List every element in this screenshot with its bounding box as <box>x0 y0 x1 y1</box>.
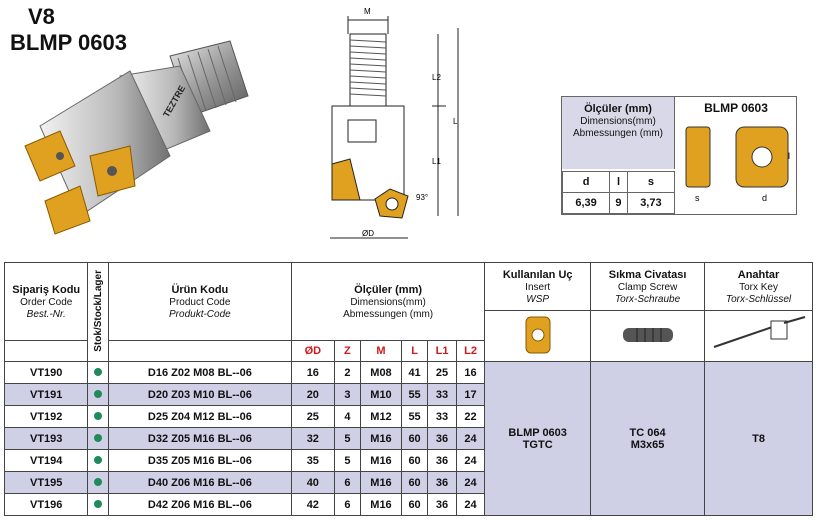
table-row: VT193 D32 Z05 M16 BL--06 32 5 M16 60 36 … <box>3 427 813 450</box>
stock-dot <box>94 455 103 464</box>
label-od: ØD <box>362 229 374 238</box>
spec-val-d: 6,39 <box>561 192 611 214</box>
technical-drawing: M L2 L L1 93° ØD <box>330 7 459 239</box>
label-l2: L2 <box>432 73 441 82</box>
label-m: M <box>364 7 371 16</box>
stock-dot <box>94 411 103 420</box>
header-torx-key: Anahtar Torx Key Torx-Schlüssel <box>704 262 813 311</box>
dim-header-l: L <box>400 340 429 362</box>
dim-header-l1: L1 <box>427 340 457 362</box>
dim-header-od: ØD <box>290 340 335 362</box>
spec-col-d: d <box>561 171 611 193</box>
label-angle: 93° <box>416 193 428 202</box>
stock-dot <box>94 499 103 508</box>
page-title-product: BLMP 0603 <box>10 30 127 55</box>
header-order-code: Sipariş Kodu Order Code Best.-Nr. <box>3 262 89 341</box>
dim-header-z: Z <box>333 340 362 362</box>
insert-image <box>484 310 592 362</box>
product-table: Sipariş Kodu Order Code Best.-Nr. Stok/S… <box>3 262 813 516</box>
table-row: VT196 D42 Z06 M16 BL--06 42 6 M16 60 36 … <box>3 493 813 516</box>
insert-drawing: s d l <box>685 126 790 203</box>
header-product-code: Ürün Kodu Product Code Produkt-Code <box>107 262 292 341</box>
label-l1: L1 <box>432 157 441 166</box>
spec-header-bold: Ölçüler (mm) <box>584 103 652 115</box>
label-l: L <box>453 117 458 126</box>
spec-product-title: BLMP 0603 <box>704 101 768 115</box>
header-insert: Kullanılan Uç Insert WSP <box>484 262 592 311</box>
spec-val-s: 3,73 <box>626 192 676 214</box>
table-row: VT191 D20 Z03 M10 BL--06 20 3 M10 55 33 … <box>3 383 813 406</box>
table-row: VT192 D25 Z04 M12 BL--06 25 4 M12 55 33 … <box>3 405 813 428</box>
key-value: T8 <box>704 361 813 516</box>
clamp-screw-image <box>590 310 706 362</box>
insert-label-d: d <box>762 193 767 203</box>
insert-label-l: l <box>788 151 790 161</box>
spec-header-en: Dimensions(mm) <box>580 116 656 127</box>
table-row: VT195 D40 Z06 M16 BL--06 40 6 M16 60 36 … <box>3 471 813 494</box>
dim-header-l2: L2 <box>455 340 486 362</box>
milling-cutter-photo: TEZTRE <box>24 40 249 235</box>
page-title-series: V8 <box>28 4 55 29</box>
stock-dot <box>94 433 103 442</box>
dim-header-m: M <box>360 340 402 362</box>
header-clamp-screw: Sıkma Civatası Clamp Screw Torx-Schraube <box>590 262 706 311</box>
spec-header: Ölçüler (mm) Dimensions(mm) Abmessungen … <box>562 97 675 169</box>
spec-col-s: s <box>626 171 676 193</box>
table-row: VT190 D16 Z02 M08 BL--06 16 2 M08 41 25 … <box>3 361 813 516</box>
torx-key-image <box>704 310 813 362</box>
stock-dot <box>94 389 103 398</box>
stock-dot <box>94 367 103 376</box>
spec-header-de: Abmessungen (mm) <box>572 128 664 139</box>
spec-val-l: 9 <box>609 192 628 214</box>
spec-col-l: l <box>609 171 628 193</box>
header-stock: Stok/Stock/Lager <box>87 262 109 362</box>
insert-spec-panel: Ölçüler (mm) Dimensions(mm) Abmessungen … <box>561 96 797 215</box>
insert-label-s: s <box>695 193 700 203</box>
header-dimensions: Ölçüler (mm) Dimensions(mm) Abmessungen … <box>290 262 486 341</box>
stock-dot <box>94 477 103 486</box>
